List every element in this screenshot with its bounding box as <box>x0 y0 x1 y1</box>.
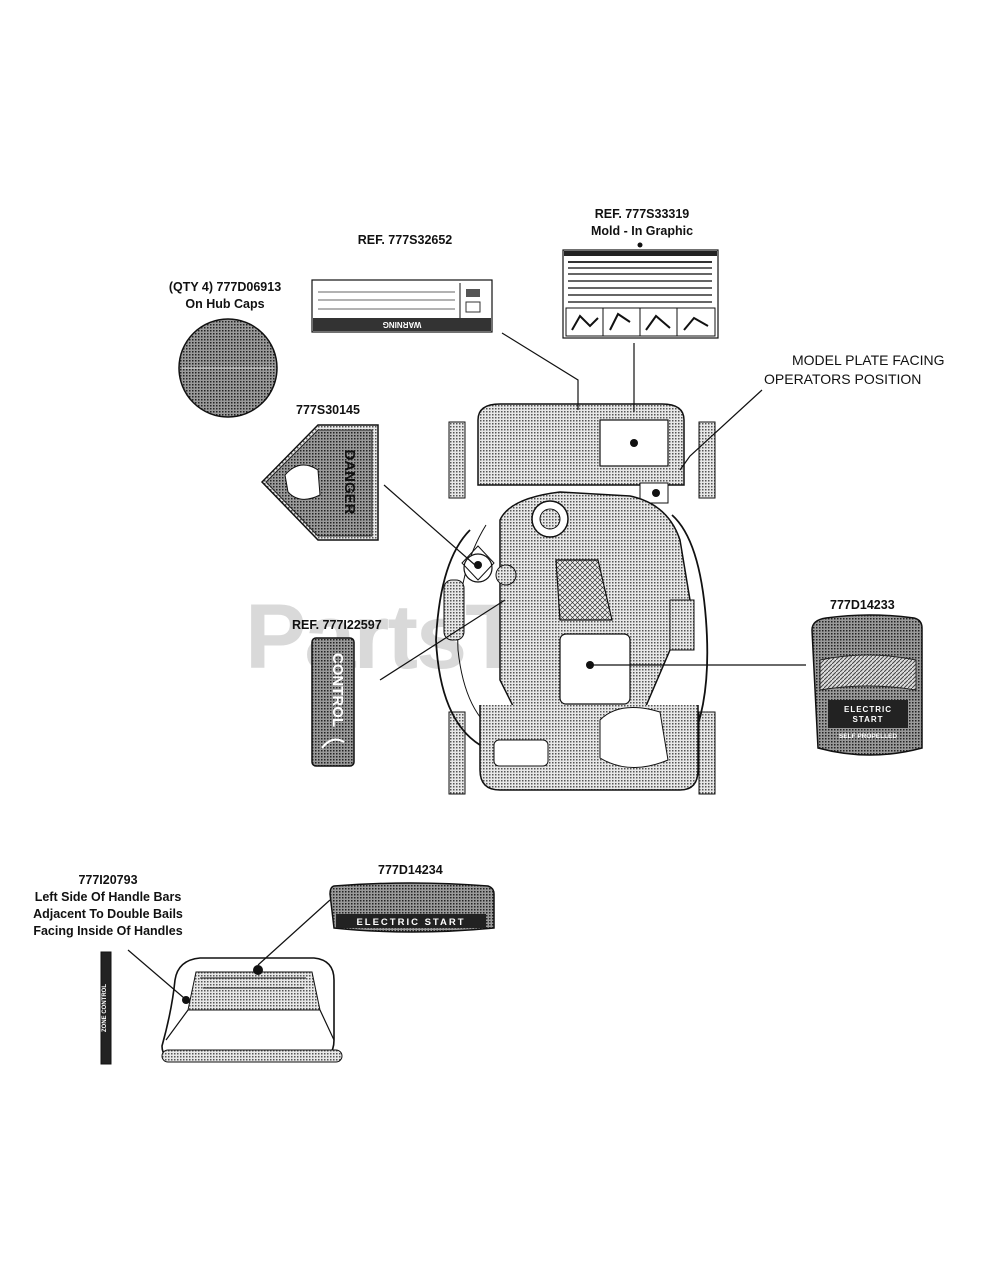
mold-in-ref-label: REF. 777S33319 Mold - In Graphic <box>590 207 694 238</box>
warning-decal: WARNING <box>311 279 493 333</box>
svg-text:START: START <box>852 715 883 724</box>
control-ref-label: REF. 777I22597 <box>292 618 382 632</box>
self-propelled-text: SELF PROPELLED <box>839 733 897 740</box>
handle-electric-start-decal: ELECTRIC START <box>329 882 495 933</box>
leader-lines <box>127 332 806 999</box>
danger-decal: DANGER <box>260 424 379 541</box>
self-propelled-decal: ELECTRIC START SELF PROPELLED <box>811 614 923 756</box>
mower-body <box>435 403 716 795</box>
control-decal-text: CONTROL <box>329 653 346 727</box>
hub-cap-decal <box>178 318 278 418</box>
electric-start-text: ELECTRIC <box>844 705 892 714</box>
handle-assembly <box>161 957 343 1063</box>
danger-decal-title: DANGER <box>341 449 358 514</box>
mold-in-graphic-decal <box>562 242 719 339</box>
deck-decal-label: 777D14233 <box>830 598 895 612</box>
zone-control-text: ZONE CONTROL <box>102 984 108 1032</box>
hubcap-label: (QTY 4) 777D06913 On Hub Caps <box>168 280 282 311</box>
handle-part-label: 777I20793 Left Side Of Handle Bars Adjac… <box>33 873 183 938</box>
model-plate-label: MODEL PLATE FACING OPERATORS POSITION <box>764 352 945 387</box>
warning-decal-title: WARNING <box>383 320 422 329</box>
control-decal: CONTROL <box>311 637 355 767</box>
handle-electric-start-text: ELECTRIC START <box>356 917 465 928</box>
zone-control-decal: ZONE CONTROL <box>100 951 112 1065</box>
warning-ref-label: REF. 777S32652 <box>357 233 453 247</box>
handle-decal-label: 777D14234 <box>378 863 443 877</box>
danger-part-label: 777S30145 <box>296 403 360 417</box>
